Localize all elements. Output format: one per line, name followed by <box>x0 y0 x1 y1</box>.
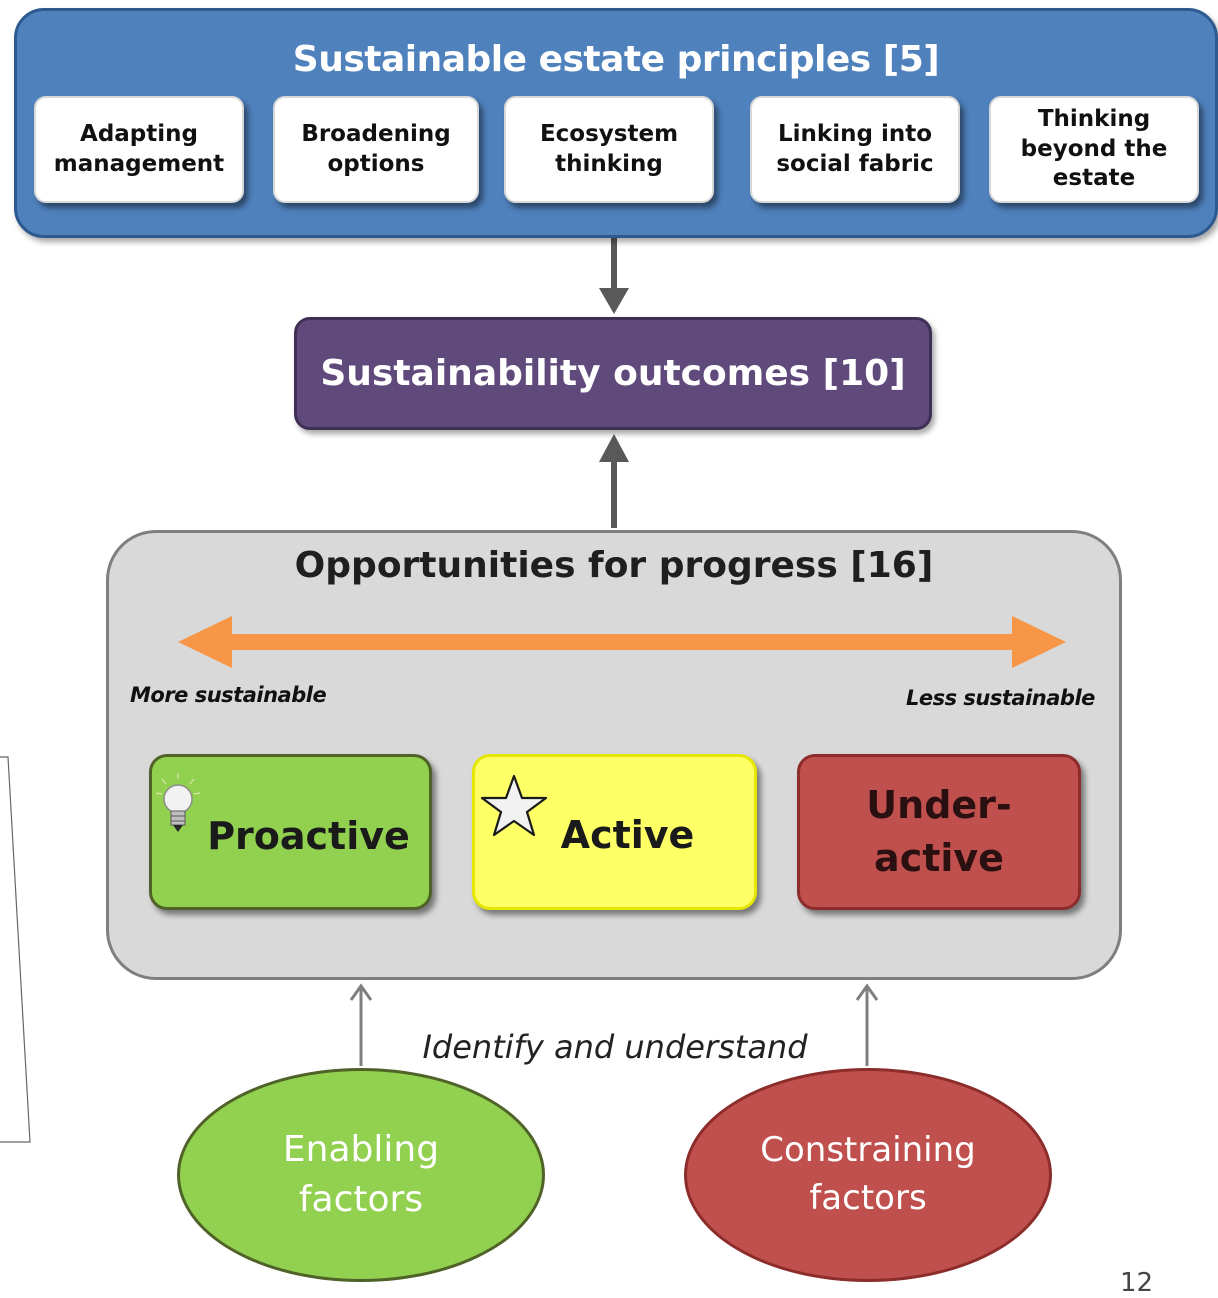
state-under-active: Under-active <box>797 754 1081 910</box>
state-under-active-label: Under-active <box>866 782 1012 880</box>
state-proactive-label: Proactive <box>207 814 410 858</box>
state-proactive: Proactive <box>149 754 432 910</box>
outcomes-box: Sustainability outcomes [10] <box>294 317 932 430</box>
scale-label-less-sustainable: Less sustainable <box>906 686 1095 710</box>
star-icon <box>480 774 548 837</box>
principle-label: Broadening options <box>301 120 451 177</box>
factor-constraining: Constraining factors <box>684 1068 1052 1282</box>
factor-enabling-label: Enabling factors <box>282 1128 440 1220</box>
principle-label: Ecosystem thinking <box>539 120 679 177</box>
enabling-up-arrowhead <box>349 983 373 1001</box>
principles-panel: Sustainable estate principles [5] Adapti… <box>14 8 1218 238</box>
opportunities-to-outcomes-arrowhead <box>599 434 629 462</box>
lightbulb-icon <box>155 773 201 832</box>
principle-label: Thinking beyond the estate <box>1020 105 1168 192</box>
principles-title: Sustainable estate principles [5] <box>292 39 940 80</box>
sustainability-scale-arrow <box>178 616 1066 668</box>
principle-linking-social-fabric: Linking into social fabric <box>750 96 960 203</box>
side-bracket-line <box>0 756 31 1143</box>
principle-ecosystem-thinking: Ecosystem thinking <box>504 96 714 203</box>
page-number: 12 <box>1120 1268 1154 1298</box>
factor-enabling: Enabling factors <box>177 1068 545 1282</box>
principle-label: Adapting management <box>53 120 225 177</box>
principle-label: Linking into social fabric <box>776 120 934 177</box>
principle-broadening-options: Broadening options <box>273 96 479 203</box>
outcomes-title: Sustainability outcomes [10] <box>320 353 906 394</box>
principle-thinking-beyond-estate: Thinking beyond the estate <box>989 96 1199 203</box>
factor-constraining-label: Constraining factors <box>760 1130 976 1218</box>
constraining-up-arrowhead <box>855 983 879 1001</box>
principles-to-outcomes-arrowhead <box>599 288 629 314</box>
scale-label-more-sustainable: More sustainable <box>130 683 327 707</box>
state-active: Active <box>472 754 757 910</box>
identify-label: Identify and understand <box>422 1028 808 1066</box>
opportunities-title: Opportunities for progress [16] <box>294 545 934 586</box>
principle-adapting-management: Adapting management <box>34 96 244 203</box>
state-active-label: Active <box>560 813 695 857</box>
